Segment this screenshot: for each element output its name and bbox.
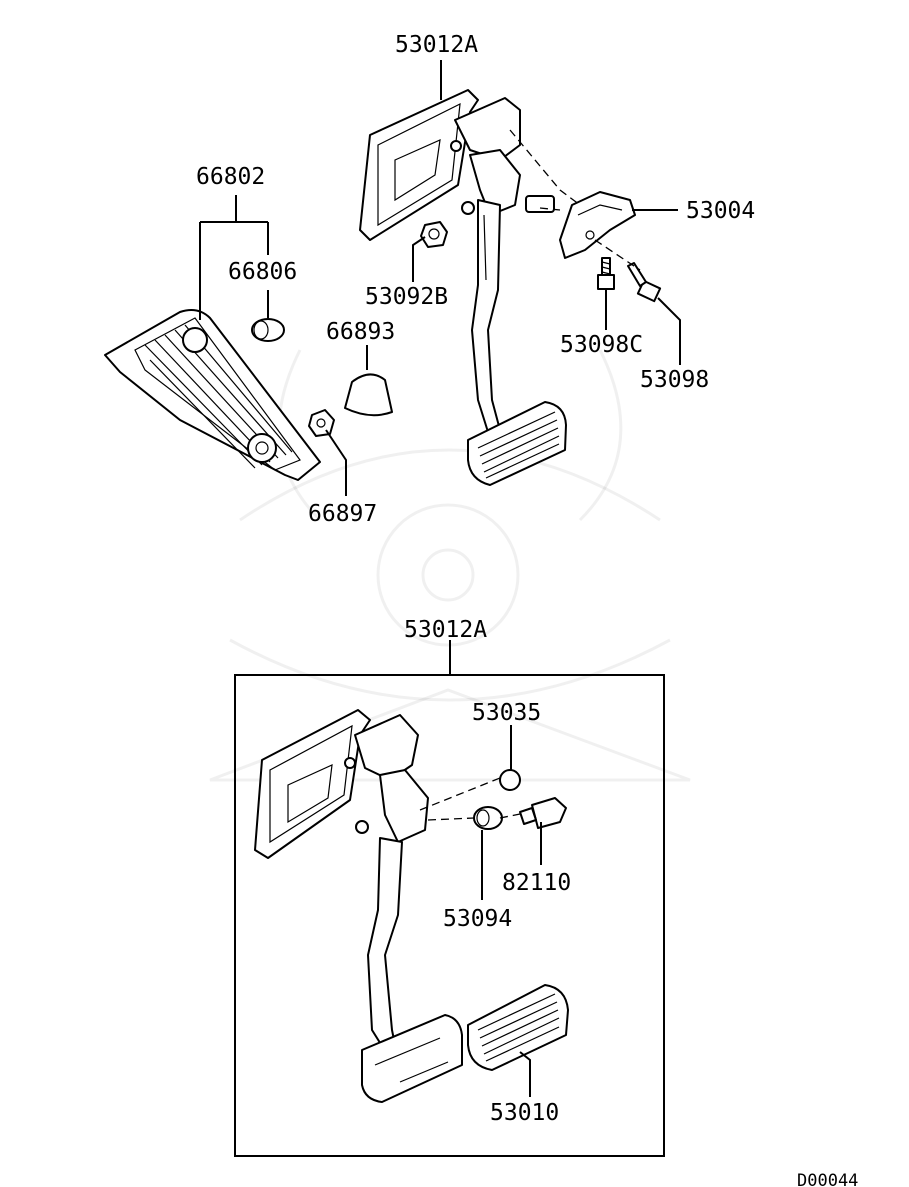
label-66802: 66802	[196, 164, 265, 190]
top-pedal-arm	[471, 199, 501, 433]
part-82110-switch	[519, 797, 567, 829]
part-53098c-bolt	[597, 257, 615, 290]
label-66897: 66897	[308, 501, 377, 527]
part-53098-bolt	[627, 262, 662, 303]
top-pedal-pad	[467, 401, 567, 486]
label-53035: 53035	[472, 700, 541, 726]
top-pedal-assembly	[359, 89, 567, 486]
label-53012a-top: 53012A	[395, 32, 478, 58]
label-53098: 53098	[640, 367, 709, 393]
bottom-pedal-pad	[361, 1014, 463, 1103]
part-53035-stopper	[499, 769, 521, 791]
bottom-mounting-bracket	[254, 709, 371, 859]
top-mounting-bracket	[359, 89, 479, 241]
bottom-pedal-assembly	[254, 709, 463, 1103]
part-66806-clip	[251, 318, 285, 342]
label-53092b: 53092B	[365, 284, 448, 310]
label-53010: 53010	[490, 1100, 559, 1126]
part-66802-pad-assembly	[104, 309, 321, 481]
bottom-pedal-arm	[367, 837, 403, 1047]
part-53010-pedal-pad	[467, 984, 569, 1071]
part-66897-nut	[308, 409, 335, 437]
part-66893-cover	[344, 373, 393, 417]
part-53094-bushing	[473, 806, 503, 830]
label-66893: 66893	[326, 319, 395, 345]
label-53012a-bottom: 53012A	[404, 617, 487, 643]
label-53094: 53094	[443, 906, 512, 932]
label-82110: 82110	[502, 870, 571, 896]
part-53092b-nut	[420, 221, 448, 248]
label-66806: 66806	[228, 259, 297, 285]
label-53004: 53004	[686, 198, 755, 224]
part-53004-bracket	[559, 191, 636, 259]
label-53098c: 53098C	[560, 332, 643, 358]
diagram-code: D00044	[797, 1171, 858, 1187]
